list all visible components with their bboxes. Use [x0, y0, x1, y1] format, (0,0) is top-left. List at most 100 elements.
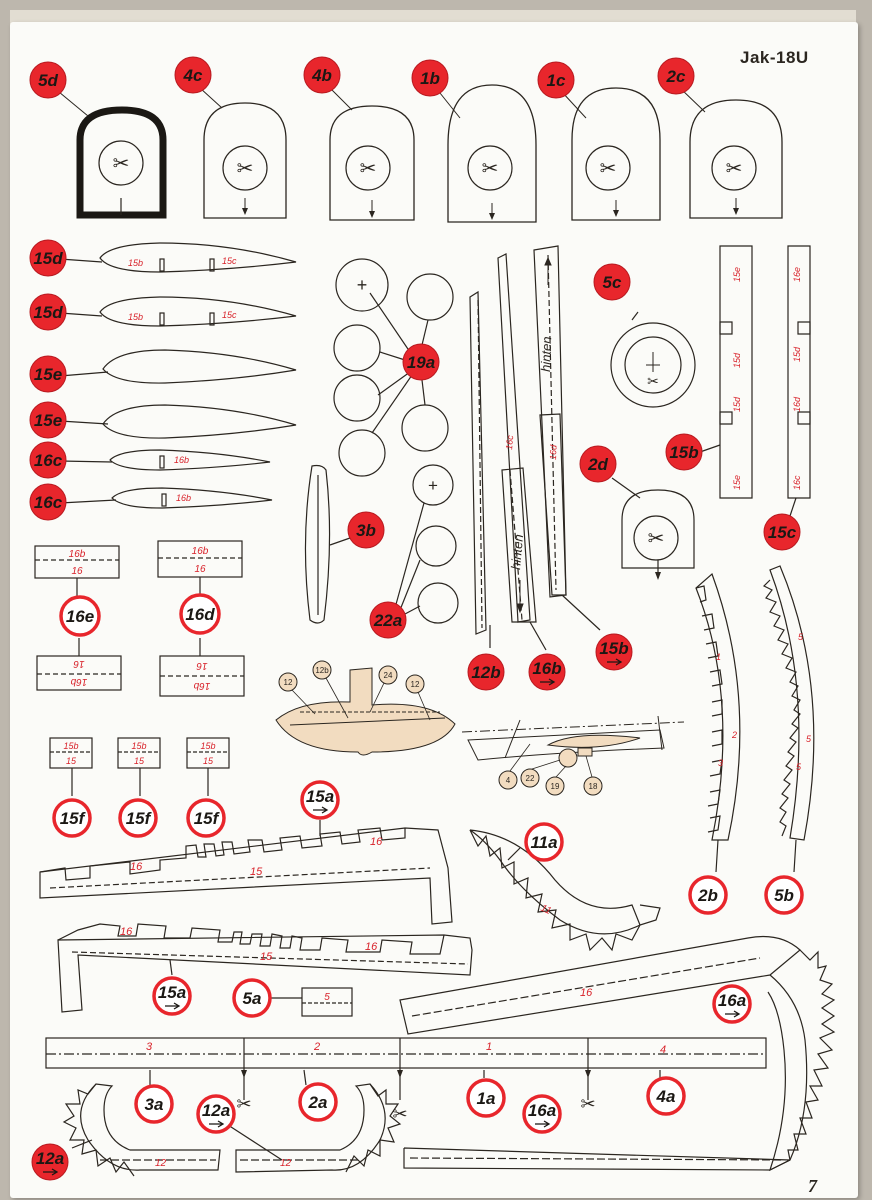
svg-text:3: 3	[146, 1041, 153, 1053]
badge-15f-2: 15f	[118, 798, 158, 838]
page-title: Jak-18U	[740, 48, 809, 67]
svg-text:2: 2	[313, 1041, 320, 1053]
badge-2a-label: 2a	[308, 1093, 328, 1112]
svg-text:16b: 16b	[192, 546, 209, 557]
svg-text:15d: 15d	[792, 346, 802, 362]
svg-text:12: 12	[411, 680, 420, 689]
badge-15c-strip: 15c	[763, 513, 801, 551]
svg-text:16b: 16b	[70, 676, 87, 687]
strut-3b[interactable]	[304, 464, 351, 624]
svg-text:16: 16	[120, 926, 133, 938]
badge-16a-right-label: 16a	[718, 991, 746, 1010]
scissors-icon: ✂	[647, 373, 659, 389]
tab-boxes-16[interactable]	[34, 540, 245, 697]
svg-text:16: 16	[194, 564, 206, 575]
badge-5a: 5a	[232, 978, 272, 1018]
disc-5c[interactable]	[610, 311, 696, 408]
strip-16-long[interactable]	[399, 935, 836, 1172]
badge-2b: 2b	[688, 875, 728, 915]
badge-16d: 16d	[179, 593, 221, 635]
badge-15a-bottom-label: 15a	[158, 983, 186, 1002]
svg-text:5: 5	[798, 632, 804, 642]
svg-text:22: 22	[526, 774, 535, 783]
badge-5b-label: 5b	[774, 886, 794, 905]
former-1b[interactable]: ✂	[447, 84, 537, 223]
long-spars[interactable]	[469, 245, 601, 651]
svg-text:15e: 15e	[732, 475, 742, 490]
badge-15f-3-label: 15f	[194, 809, 221, 828]
former-4b[interactable]: ✂	[329, 105, 415, 221]
strip-15c[interactable]	[787, 245, 811, 517]
page-number: 7	[808, 1176, 817, 1196]
former-2c[interactable]: ✂	[689, 99, 783, 219]
comb-15a-bottom[interactable]	[57, 923, 473, 1013]
former-5d[interactable]: ✂	[76, 106, 167, 219]
badge-16b-label: 16b	[532, 659, 561, 678]
badge-16e: 16e	[59, 595, 101, 637]
u-marks: 12 12 11	[155, 903, 553, 1169]
serrated-arc-11a[interactable]	[469, 829, 661, 952]
badge-2d: 2d	[579, 445, 617, 483]
svg-text:12: 12	[284, 678, 293, 687]
circle-discs-22a[interactable]	[394, 464, 459, 624]
former-1c[interactable]: ✂	[571, 87, 661, 221]
badge-2d-label: 2d	[587, 455, 608, 474]
strip-5a[interactable]	[270, 987, 353, 1017]
svg-text:15b: 15b	[63, 741, 78, 751]
badge-12a-mid-label: 12a	[202, 1101, 230, 1120]
sheet-top-edge	[10, 10, 856, 24]
svg-text:15: 15	[250, 866, 263, 878]
former-badge-1c: 1c	[537, 61, 575, 99]
svg-text:4: 4	[506, 776, 511, 785]
tab-boxes-15f[interactable]	[49, 737, 230, 796]
svg-text:12: 12	[280, 1158, 292, 1169]
circle-discs-19a[interactable]	[333, 258, 454, 477]
badge-5c-label: 5c	[603, 273, 622, 292]
former-badge-2c-label: 2c	[666, 67, 686, 86]
badge-15a-bottom: 15a	[152, 976, 192, 1016]
badge-16a-bottom-label: 16a	[528, 1101, 556, 1120]
former-badge-4b-label: 4b	[311, 66, 332, 85]
serrated-u-12a[interactable]	[62, 1083, 402, 1177]
tab-box-marks-16: 16b 16 16b 16 16 16b 16 16b	[69, 546, 211, 691]
profile-badge-0: 15d	[29, 239, 67, 277]
svg-text:15: 15	[134, 756, 145, 766]
arc-strip-2b[interactable]	[695, 572, 741, 873]
svg-text:15e: 15e	[732, 267, 742, 282]
profile-badge-3: 15e	[29, 401, 67, 439]
scissors-icon: ✂	[726, 158, 743, 180]
profile-badge-5: 16c	[29, 483, 67, 521]
svg-text:16: 16	[73, 658, 85, 669]
strip-fuselage-top[interactable]	[45, 1037, 767, 1100]
strip-marks: 15e 15d 15d 15e 16e 15d 16d 16c	[732, 267, 802, 490]
badge-11a: 11a	[524, 822, 564, 862]
badge-2b-label: 2b	[697, 886, 718, 905]
former-badge-4c-label: 4c	[183, 66, 203, 85]
svg-text:hinten: hinten	[538, 336, 554, 372]
scissors-icon: ✂	[236, 1094, 251, 1114]
strip-15b[interactable]	[699, 245, 753, 499]
badge-15b-long-label: 15b	[599, 639, 628, 658]
badge-5b: 5b	[764, 875, 804, 915]
plus-icon: +	[357, 275, 368, 295]
former-4c[interactable]: ✂	[203, 102, 287, 219]
badge-16a-bottom: 16a	[522, 1094, 562, 1134]
svg-text:16d: 16d	[792, 396, 802, 412]
wing-profiles[interactable]	[59, 242, 297, 509]
scissors-icon: ✂	[237, 158, 254, 180]
badge-16d-label: 16d	[185, 605, 215, 624]
arc-strip-5b[interactable]	[762, 565, 815, 873]
scissors-icon: ✂	[482, 158, 499, 180]
badge-19a-label: 19a	[407, 353, 435, 372]
badge-22a: 22a	[369, 601, 407, 639]
scissors-icon: ✂	[600, 158, 617, 180]
comb-15a-top[interactable]	[39, 820, 453, 925]
svg-text:18: 18	[589, 782, 598, 791]
badge-19a: 19a	[402, 343, 440, 381]
badge-3b-label: 3b	[356, 521, 376, 540]
badge-15b-long: 15b	[595, 633, 633, 671]
svg-text:12: 12	[155, 1158, 167, 1169]
svg-text:16d: 16d	[548, 444, 559, 460]
